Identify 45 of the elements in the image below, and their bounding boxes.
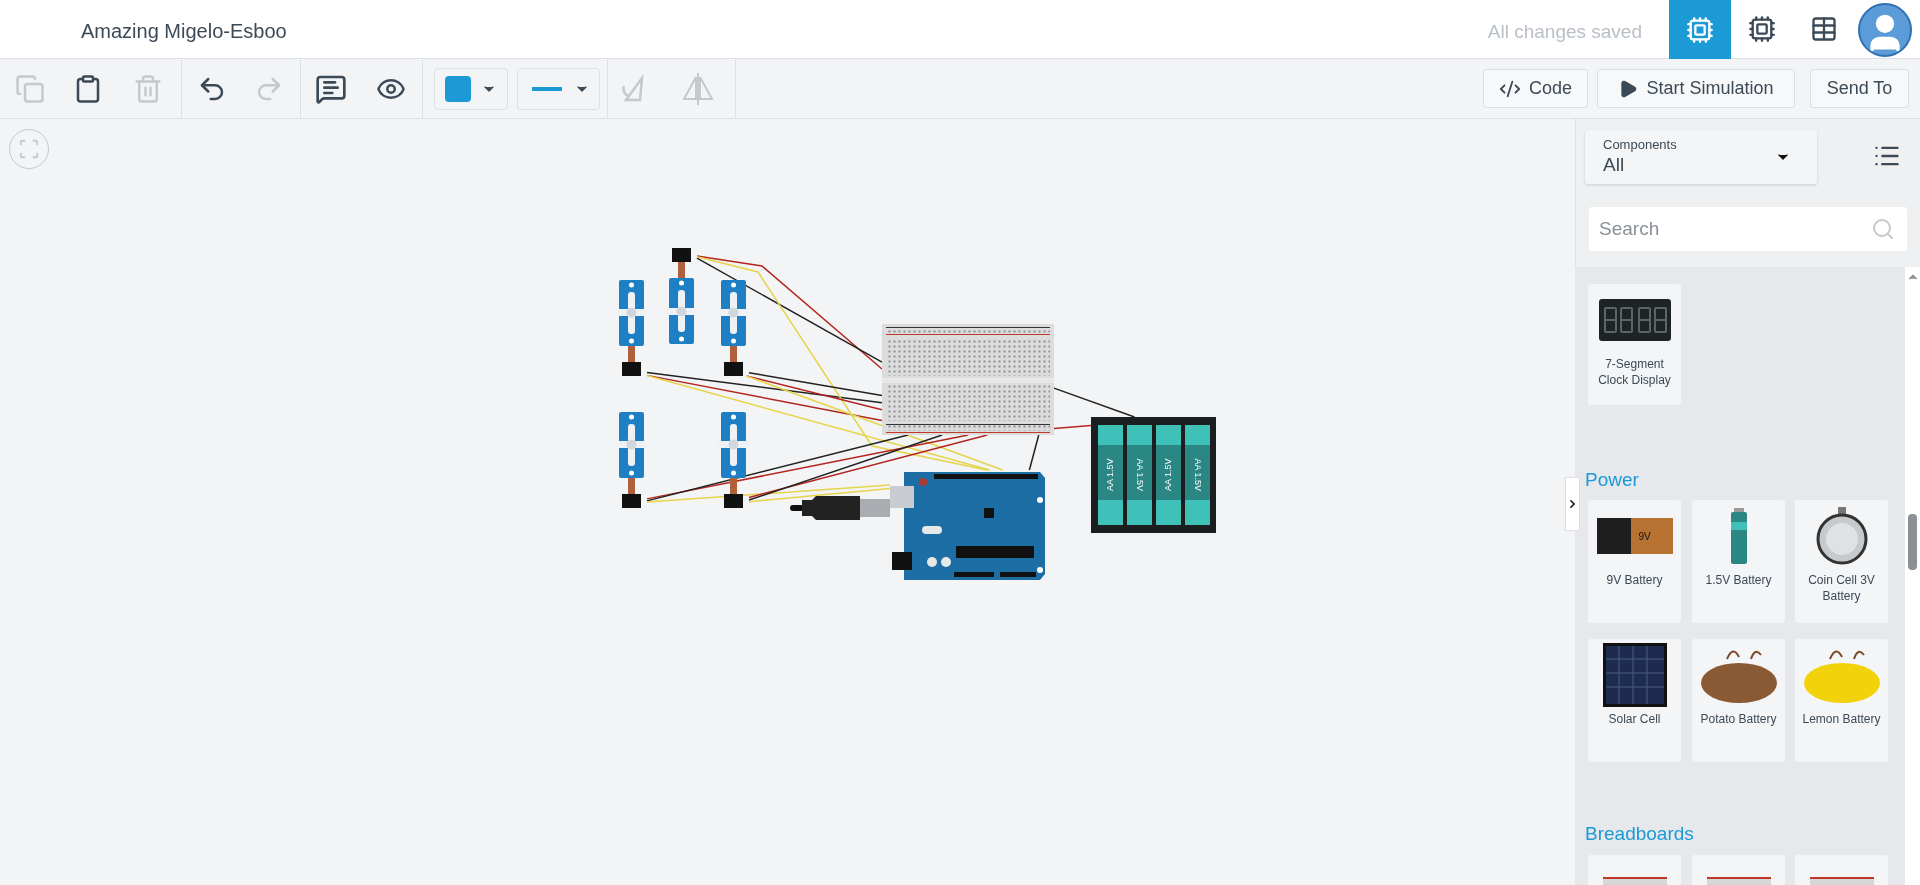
wire: [1053, 424, 1092, 430]
code-button: Code: [1483, 69, 1588, 108]
dropdown-label: Components: [1603, 137, 1677, 153]
battery-voltage-label: 9V: [1638, 529, 1651, 544]
send-to-button: Send To: [1810, 69, 1909, 108]
component-name: Solar Cell: [1607, 711, 1662, 727]
wire: [646, 484, 891, 503]
component-name: 9V Battery: [1605, 572, 1664, 588]
component-name: Lemon Battery: [1801, 711, 1882, 727]
dropdown-value: All: [1603, 153, 1626, 177]
wire: [748, 434, 989, 499]
breadboard-drawing: [882, 324, 1054, 435]
wire: [748, 434, 943, 501]
component-name: 7-Segment Clock Display: [1597, 356, 1672, 388]
search-field: Search: [1589, 207, 1907, 251]
wire: [646, 434, 909, 502]
battery-pack: [1091, 417, 1216, 533]
wire: [646, 371, 883, 404]
servo-motor-drawing: [616, 412, 647, 508]
cell-label: AA 1.5V: [1103, 458, 1116, 492]
component-name: Potato Battery: [1699, 711, 1778, 727]
wire: [1028, 434, 1040, 471]
component-name: Coin Cell 3V Battery: [1807, 572, 1876, 604]
project-title: Amazing Migelo-Esboo: [81, 19, 287, 44]
wire: [748, 372, 883, 397]
servo-motor-drawing: [666, 248, 697, 344]
wire: [745, 375, 1004, 471]
save-status: All changes saved: [1487, 20, 1642, 44]
servo-motor-drawing: [718, 280, 749, 376]
microcontroller-board-drawing: [890, 470, 1046, 582]
wire: [696, 255, 988, 471]
start-simulation-button: Start Simulation: [1597, 69, 1795, 108]
cell-label: AA 1.5V: [1191, 458, 1204, 492]
cell-label: AA 1.5V: [1133, 458, 1146, 492]
servo-motor-drawing: [616, 280, 647, 376]
servo-motor-drawing: [718, 412, 749, 508]
wire: [1053, 387, 1136, 418]
category-heading: Power: [1585, 468, 1639, 492]
wire: [646, 374, 991, 471]
wire: [745, 375, 883, 411]
cell-label: AA 1.5V: [1161, 458, 1174, 492]
component-name: 1.5V Battery: [1704, 572, 1773, 588]
wire: [748, 487, 891, 503]
category-heading: Breadboards: [1585, 822, 1694, 846]
wire: [646, 434, 969, 500]
